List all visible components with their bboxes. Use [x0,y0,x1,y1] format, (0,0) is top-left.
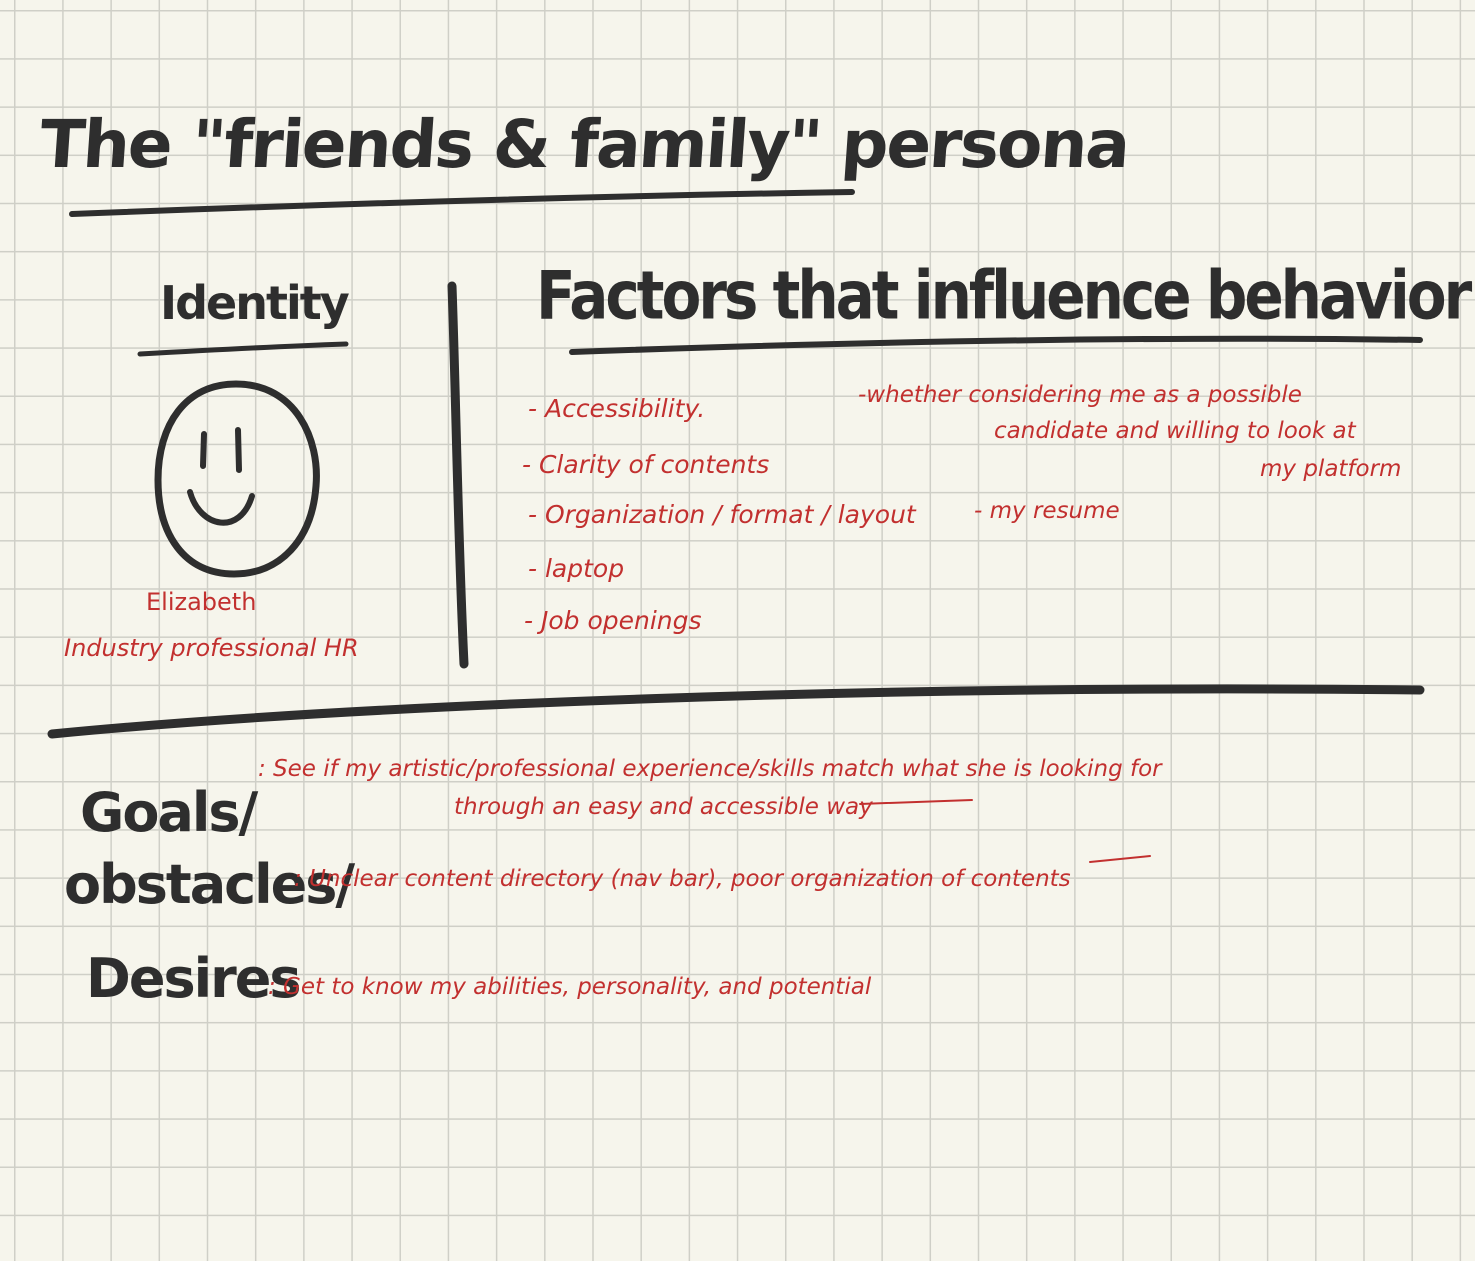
persona-name: Elizabeth [146,588,257,616]
goal-underline [859,799,973,805]
obstacle-underline [1089,855,1151,863]
factor-note-line: - my resume [974,498,1120,524]
identity-underline [137,341,349,357]
goals-label: Goals/ [80,781,258,844]
goal-text: through an easy and accessible way [454,794,873,820]
desires-label: Desires [86,947,301,1010]
factor-item: - Job openings [524,606,702,635]
page-title: The "friends & family" persona [37,106,1131,183]
persona-role: Industry professional HR [64,634,359,662]
title-underline [69,189,855,217]
factor-item: - Clarity of contents [522,450,770,479]
goal-text: : See if my artistic/professional experi… [258,756,1162,782]
factor-note-line: -whether considering me as a possible [858,382,1302,408]
factors-heading: Factors that influence behavior [536,256,1472,335]
obstacle-text: : Unclear content directory (nav bar), p… [294,866,1071,892]
factor-item: - Organization / format / layout [528,500,916,529]
identity-heading: Identity [160,276,350,330]
horizontal-divider [47,684,1425,739]
factor-note-line: candidate and willing to look at [994,418,1356,444]
desire-text: : Get to know my abilities, personality,… [268,974,872,1000]
factor-item: - Accessibility. [528,394,706,423]
smiley-face-icon [154,380,320,578]
factor-item: - laptop [528,554,625,583]
factors-underline [569,335,1423,355]
factor-note-line: my platform [1260,456,1402,482]
vertical-divider [447,281,469,669]
obstacles-label: obstacles/ [64,853,355,916]
